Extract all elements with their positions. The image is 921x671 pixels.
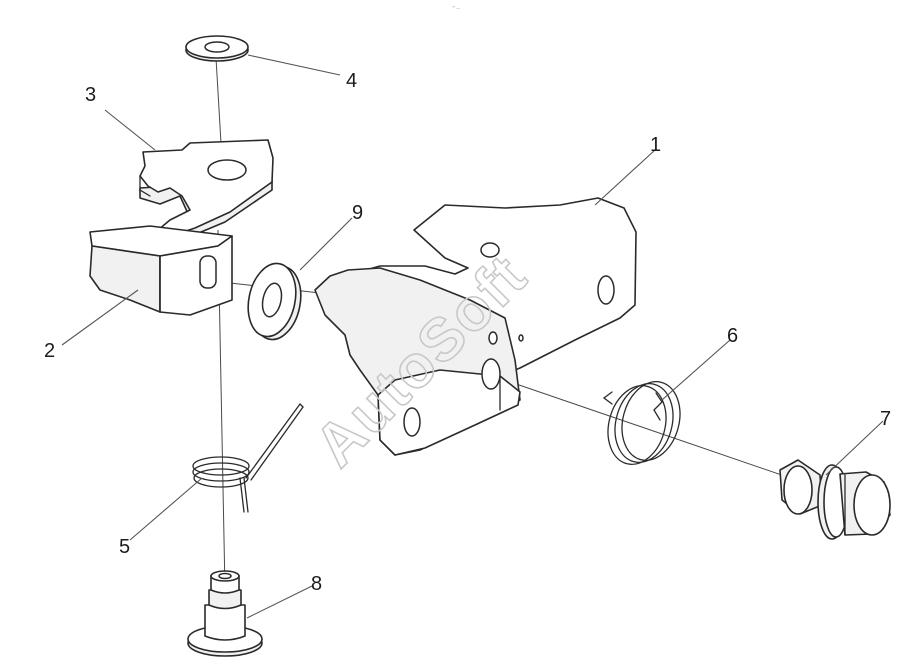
torsion-spring-small (192, 403, 304, 513)
callout-2: 2 (44, 340, 55, 362)
callout-9: 9 (352, 202, 363, 224)
latch-block (89, 225, 233, 316)
callout-3: 3 (85, 84, 96, 106)
callout-labels: 1 2 3 4 5 6 7 8 9 (44, 70, 891, 595)
header-mark: °° — (452, 5, 460, 10)
leader-lines (61, 54, 884, 619)
bracket (314, 197, 637, 456)
bushing (187, 570, 263, 657)
callout-8: 8 (311, 573, 322, 595)
coil-spring (602, 381, 681, 465)
bolt (779, 459, 891, 540)
callout-7: 7 (880, 408, 891, 430)
callout-5: 5 (119, 536, 130, 558)
callout-1: 1 (650, 134, 661, 156)
washer-side (247, 262, 302, 341)
callout-4: 4 (346, 70, 357, 92)
callout-6: 6 (727, 325, 738, 347)
washer-top (185, 35, 249, 62)
